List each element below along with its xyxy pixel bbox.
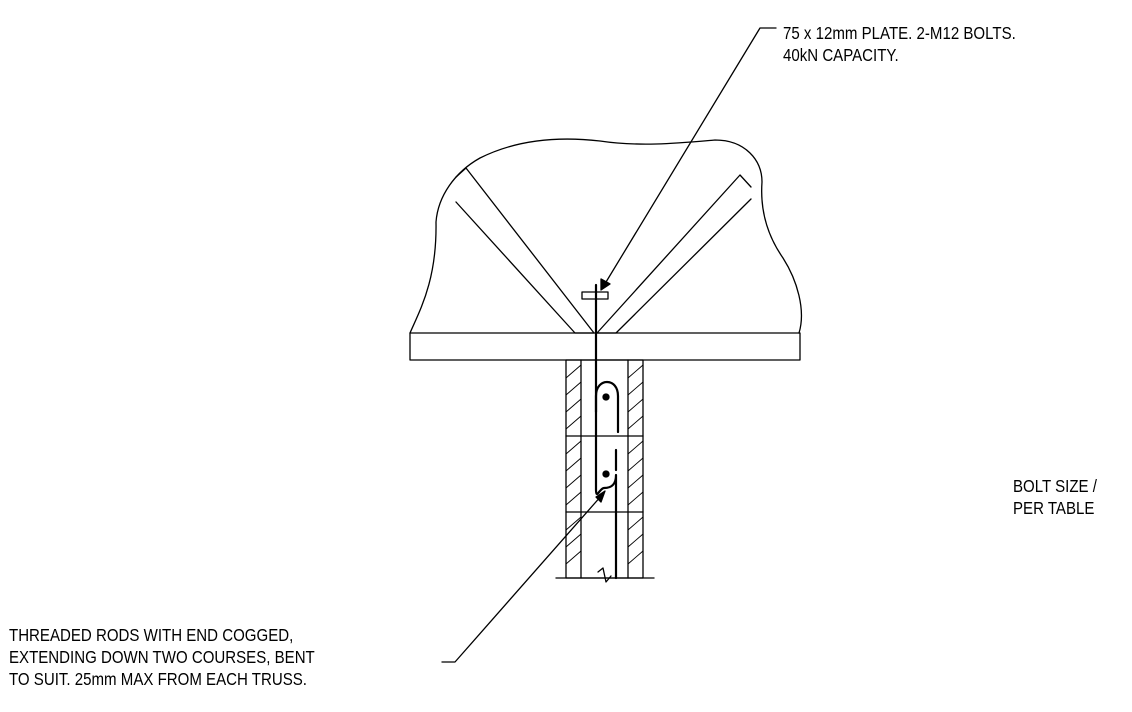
- threaded-rods-annotation: THREADED RODS WITH END COGGED, EXTENDING…: [9, 624, 315, 690]
- threaded-rod: [594, 283, 618, 580]
- bolt-lower: [602, 470, 610, 478]
- truss-web-left: [455, 167, 595, 334]
- plate-annotation: 75 x 12mm PLATE. 2-M12 BOLTS. 40kN CAPAC…: [783, 22, 1016, 66]
- plate-annotation-line-1: 75 x 12mm PLATE. 2-M12 BOLTS.: [783, 23, 1016, 43]
- bolt-size-annotation: BOLT SIZE / PER TABLE: [1013, 475, 1097, 519]
- plate-leader-line: [602, 27, 777, 288]
- rods-annotation-line-3: TO SUIT. 25mm MAX FROM EACH TRUSS.: [9, 669, 307, 689]
- rods-annotation-line-2: EXTENDING DOWN TWO COURSES, BENT: [9, 647, 315, 667]
- rods-leader-line: [441, 494, 603, 663]
- pier-break-line: [597, 567, 612, 583]
- rod-cog-upper: [594, 380, 620, 434]
- plate-leader-arrow: [600, 278, 611, 291]
- bolt-upper: [602, 393, 610, 401]
- truss-web-right: [596, 174, 752, 334]
- masonry-hatch: [565, 364, 644, 565]
- bolt-annotation-line-2: PER TABLE: [1013, 498, 1095, 518]
- masonry-pier: [555, 359, 655, 579]
- plate-annotation-line-2: 40kN CAPACITY.: [783, 45, 899, 65]
- truss-break-outline: [409, 138, 803, 334]
- rods-annotation-line-1: THREADED RODS WITH END COGGED,: [9, 625, 294, 645]
- truss-bottom-chord: [409, 332, 801, 361]
- rods-leader-arrow: [595, 490, 606, 503]
- bolt-annotation-line-1: BOLT SIZE /: [1013, 476, 1097, 496]
